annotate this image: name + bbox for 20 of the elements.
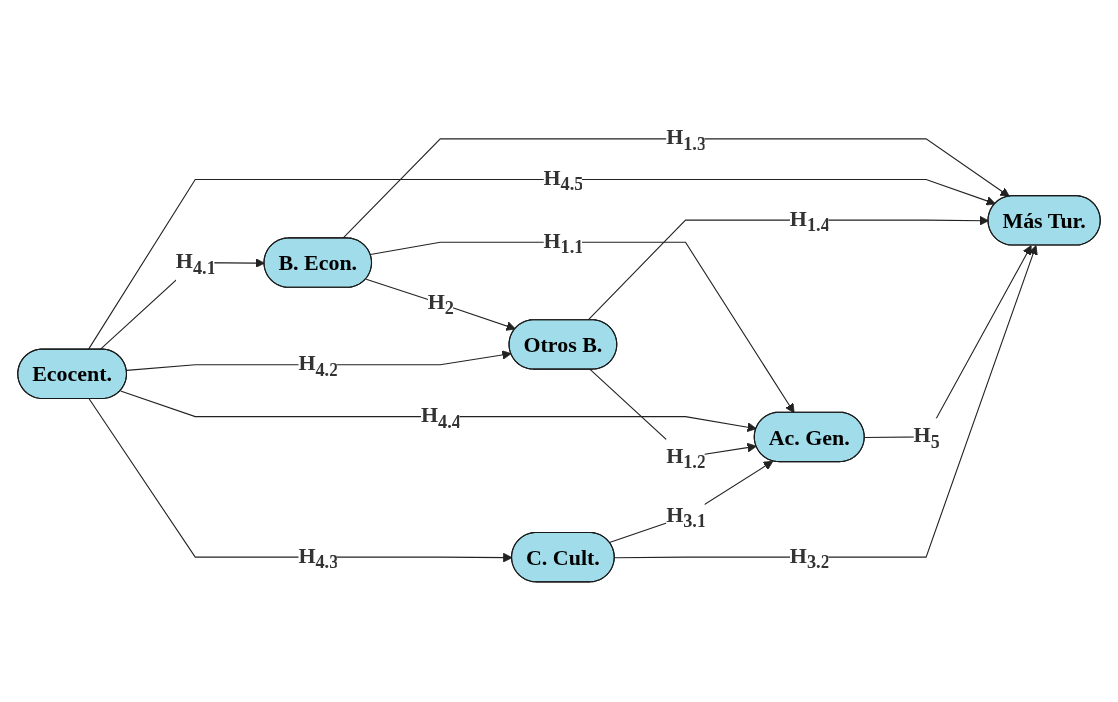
edge-label: H$_{1.1}$ <box>543 228 584 258</box>
edge-label: H$_{2}$ <box>427 289 454 319</box>
edge-label: H$_{4.4}$ <box>420 402 461 432</box>
arrow <box>120 390 757 432</box>
edge-label: H$_{4.5}$ <box>543 165 584 195</box>
edge-label: H$_{4.1}$ <box>175 248 216 278</box>
arrow <box>365 278 516 331</box>
arrow <box>342 138 1010 239</box>
edge-label: H$_{1.3}$ <box>666 124 706 155</box>
edge-label: H$_{1.2}$ <box>666 442 706 473</box>
edge-label: H$_{4.3}$ <box>298 542 339 573</box>
edge-label: H$_{3.1}$ <box>666 502 706 532</box>
edge-label: H$_{3.2}$ <box>789 542 830 573</box>
arrow <box>126 350 512 371</box>
arrow <box>369 241 795 414</box>
edge-label: H$_{4.2}$ <box>298 350 339 381</box>
edge-label: H$_{5}$ <box>913 422 940 453</box>
arrow <box>608 460 774 543</box>
edge-label: H$_{1.4}$ <box>789 205 830 236</box>
arrow <box>587 215 989 321</box>
